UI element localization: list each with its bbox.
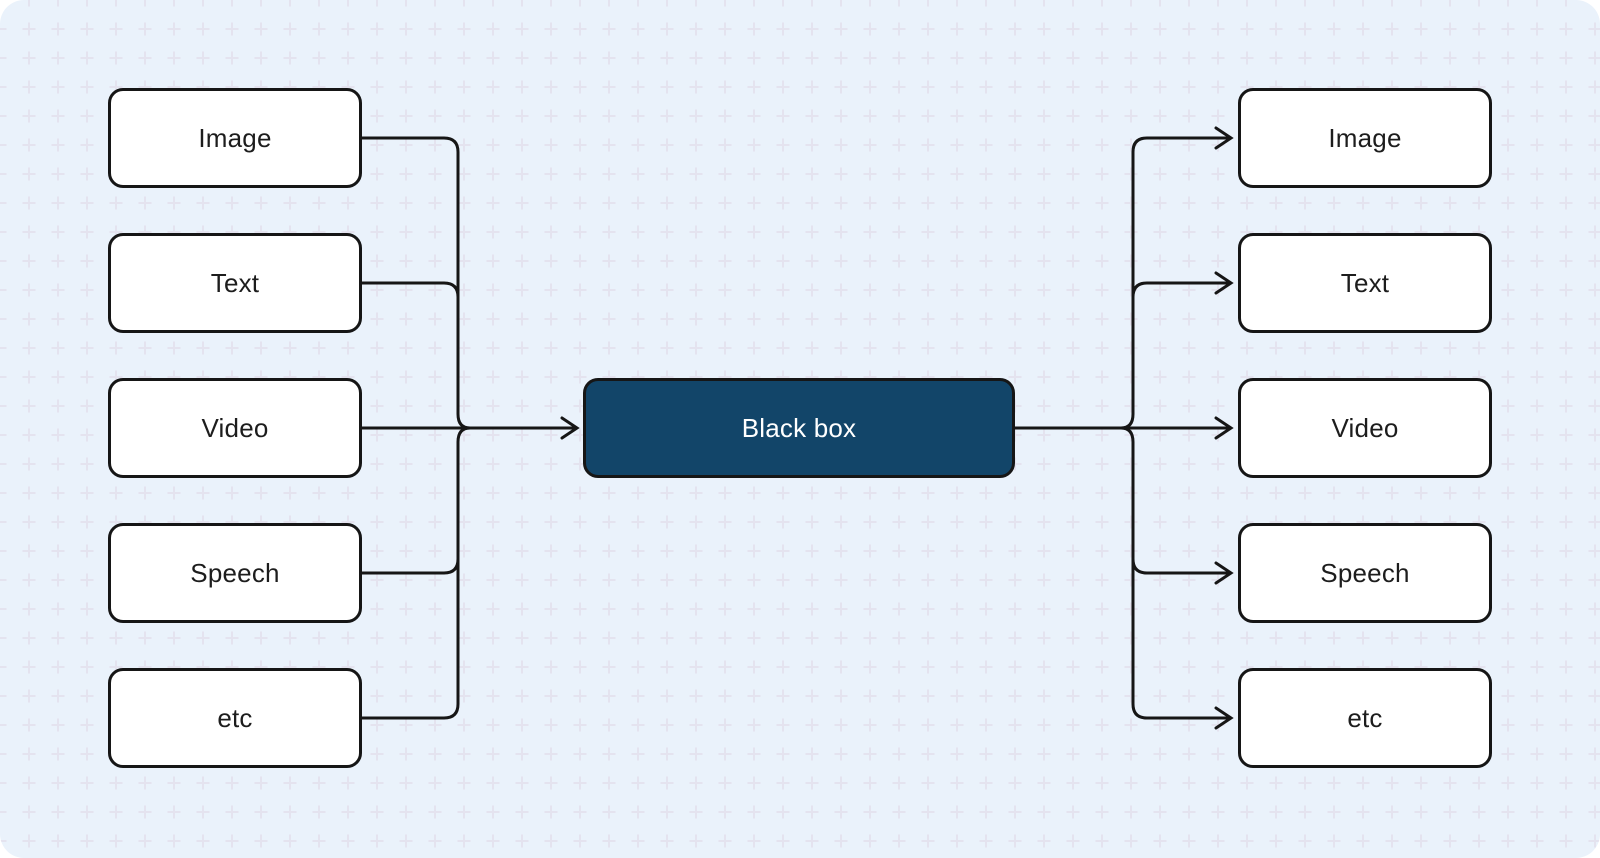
connector-output-image: [1120, 136, 1229, 430]
arrowhead-output-text: [1214, 271, 1234, 295]
output-node-text: Text: [1238, 233, 1492, 333]
node-label: etc: [217, 703, 253, 733]
arrowhead-into-black-box: [560, 416, 580, 440]
node-label: Image: [1328, 123, 1402, 153]
arrowhead-output-video: [1214, 416, 1234, 440]
connector-output-speech: [1131, 558, 1229, 575]
input-node-etc: etc: [108, 668, 362, 768]
black-box-node: Black box: [583, 378, 1015, 478]
arrowhead-output-image: [1214, 126, 1234, 150]
connector-output-text: [1131, 281, 1229, 298]
node-label: Video: [201, 413, 269, 443]
input-node-text: Text: [108, 233, 362, 333]
input-node-image: Image: [108, 88, 362, 188]
connector-output-etc: [1120, 426, 1229, 720]
node-label: Black box: [741, 413, 857, 443]
node-label: etc: [1347, 703, 1383, 733]
node-label: Speech: [190, 558, 280, 588]
node-label: Image: [198, 123, 272, 153]
connector-input-text: [360, 281, 460, 298]
output-node-image: Image: [1238, 88, 1492, 188]
input-node-speech: Speech: [108, 523, 362, 623]
node-label: Text: [1340, 268, 1390, 298]
output-node-video: Video: [1238, 378, 1492, 478]
input-node-video: Video: [108, 378, 362, 478]
connector-input-etc: [360, 426, 471, 720]
node-label: Text: [210, 268, 260, 298]
output-node-speech: Speech: [1238, 523, 1492, 623]
wires-group: [360, 126, 1234, 730]
output-node-etc: etc: [1238, 668, 1492, 768]
arrowhead-output-speech: [1214, 561, 1234, 585]
node-label: Video: [1331, 413, 1399, 443]
arrowhead-output-etc: [1214, 706, 1234, 730]
connector-input-image: [360, 136, 471, 430]
connector-input-speech: [360, 558, 460, 575]
node-label: Speech: [1320, 558, 1410, 588]
